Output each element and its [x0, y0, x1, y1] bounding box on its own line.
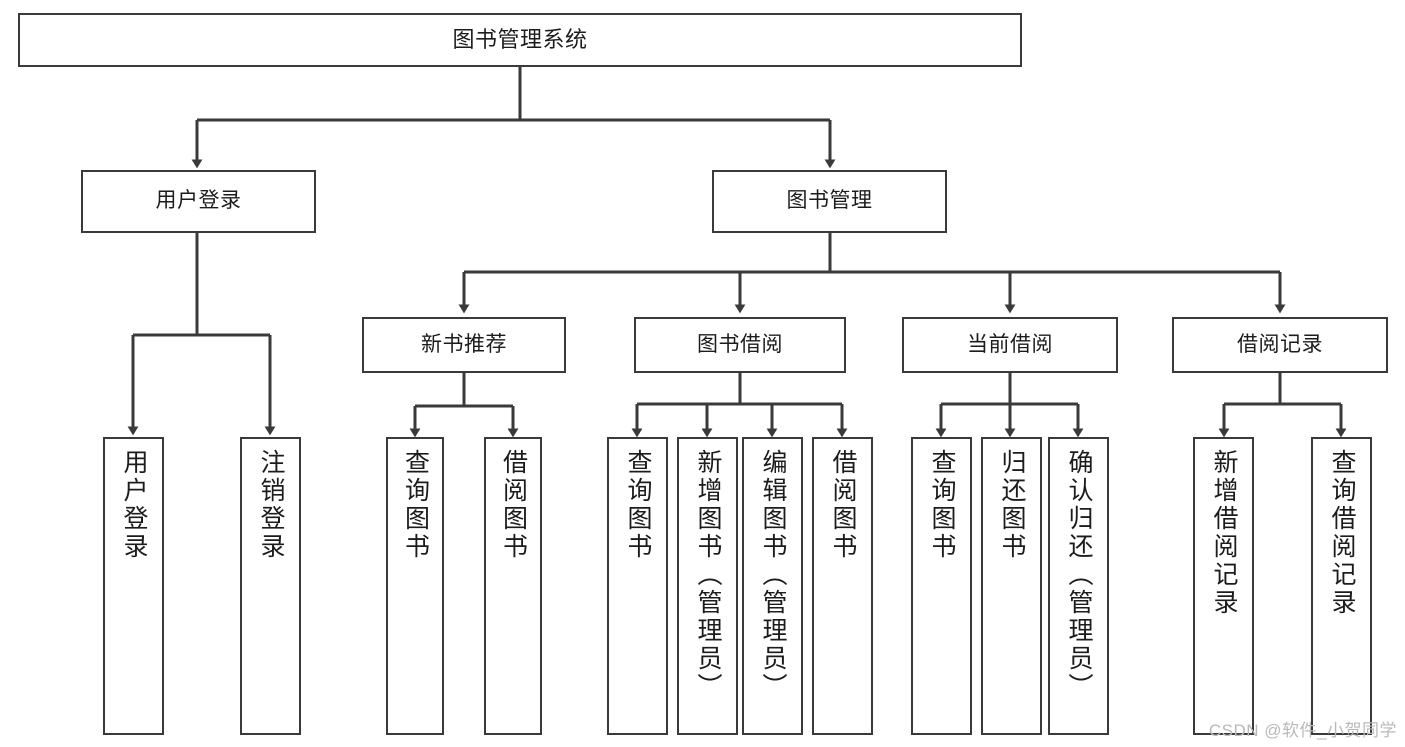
leaf-borrow-record-add[interactable]: 新增借阅记录	[1193, 437, 1254, 735]
node-label: 借阅图书	[499, 449, 528, 561]
node-label: 借阅记录	[1237, 332, 1323, 356]
node-new-book-recommend[interactable]: 新书推荐	[362, 317, 566, 373]
leaf-user-login-login[interactable]: 用户登录	[103, 437, 164, 735]
node-label: 查询图书	[401, 449, 430, 561]
node-label: 用户登录	[155, 189, 242, 213]
node-borrow-record[interactable]: 借阅记录	[1172, 317, 1388, 373]
leaf-book-borrow-query[interactable]: 查询图书	[607, 437, 668, 735]
leaf-book-borrow-edit[interactable]: 编辑图书（管理员）	[742, 437, 803, 735]
leaf-current-borrow-confirm-return[interactable]: 确认归还（管理员）	[1048, 437, 1109, 735]
node-label: 新增图书（管理员）	[694, 449, 722, 701]
leaf-book-borrow-add[interactable]: 新增图书（管理员）	[677, 437, 738, 735]
node-label: 注销登录	[257, 449, 285, 561]
node-label: 图书管理	[786, 189, 873, 213]
node-label: 图书借阅	[697, 332, 783, 356]
leaf-book-borrow-borrow[interactable]: 借阅图书	[812, 437, 873, 735]
leaf-user-login-logout[interactable]: 注销登录	[240, 437, 301, 735]
node-label: 当前借阅	[967, 332, 1053, 356]
node-label: 用户登录	[120, 449, 148, 561]
leaf-new-book-query[interactable]: 查询图书	[386, 437, 444, 735]
leaf-new-book-borrow[interactable]: 借阅图书	[484, 437, 542, 735]
node-label: 借阅图书	[829, 449, 857, 561]
leaf-borrow-record-query[interactable]: 查询借阅记录	[1311, 437, 1372, 735]
node-label: 新书推荐	[421, 332, 507, 356]
node-label: 查询借阅记录	[1328, 449, 1356, 617]
node-label: 图书管理系统	[452, 27, 588, 53]
node-label: 确认归还（管理员）	[1065, 449, 1093, 701]
leaf-current-borrow-query[interactable]: 查询图书	[911, 437, 972, 735]
node-label: 归还图书	[998, 449, 1026, 561]
node-label: 查询图书	[928, 449, 956, 561]
node-book-management[interactable]: 图书管理	[712, 170, 947, 233]
node-label: 查询图书	[624, 449, 652, 561]
node-book-borrow[interactable]: 图书借阅	[634, 317, 846, 373]
node-label: 新增借阅记录	[1210, 449, 1238, 617]
node-root-library-system[interactable]: 图书管理系统	[18, 13, 1022, 67]
node-current-borrow[interactable]: 当前借阅	[902, 317, 1118, 373]
node-user-login[interactable]: 用户登录	[81, 170, 316, 233]
node-label: 编辑图书（管理员）	[759, 449, 787, 701]
leaf-current-borrow-return[interactable]: 归还图书	[981, 437, 1042, 735]
